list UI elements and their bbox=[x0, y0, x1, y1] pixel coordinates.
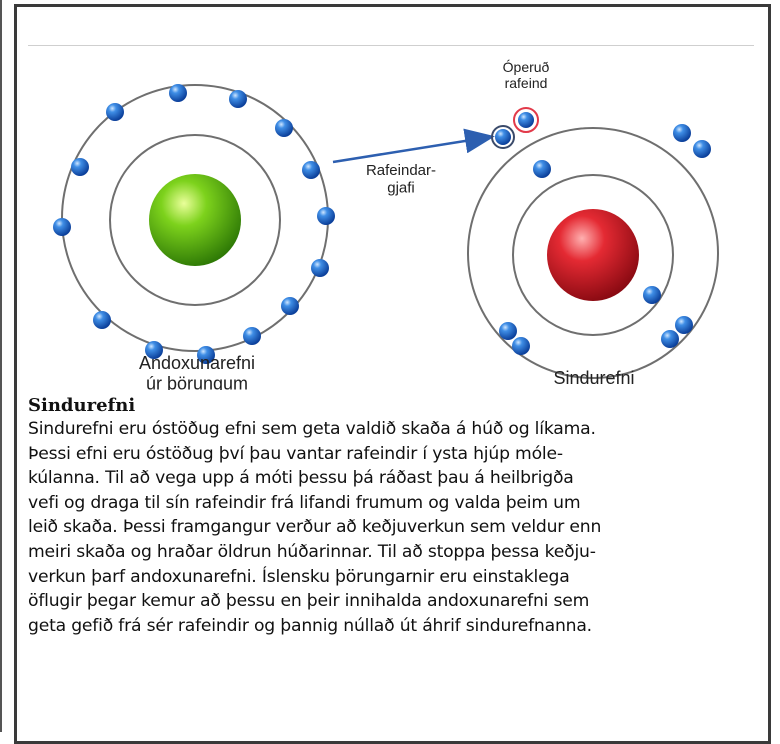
right-nucleus bbox=[547, 209, 639, 301]
electron bbox=[229, 90, 247, 108]
electron bbox=[71, 158, 89, 176]
electron bbox=[281, 297, 299, 315]
electron bbox=[643, 286, 661, 304]
electron bbox=[243, 327, 261, 345]
label-line: Rafeindar- bbox=[366, 162, 436, 179]
donated-electron-ring bbox=[491, 125, 515, 149]
electron bbox=[499, 322, 517, 340]
electron bbox=[197, 346, 215, 364]
left-atom bbox=[53, 84, 335, 364]
left-electrons bbox=[53, 84, 335, 364]
electron-donor-label: Rafeindar-gjafi bbox=[366, 162, 436, 196]
caption-title: Sindurefni bbox=[28, 395, 136, 416]
label-line: Andoxunarefni bbox=[139, 353, 255, 373]
caption-body: Sindurefni eru óstöðug efni sem geta val… bbox=[28, 419, 602, 636]
right-atom bbox=[467, 107, 719, 379]
electron-donor-arrow bbox=[332, 128, 495, 164]
right-electrons bbox=[491, 107, 711, 355]
electron bbox=[518, 112, 534, 128]
electron bbox=[317, 207, 335, 225]
electron bbox=[495, 129, 511, 145]
electron bbox=[512, 337, 530, 355]
label-line: úr þörungum bbox=[146, 374, 248, 390]
electron bbox=[675, 316, 693, 334]
electron bbox=[311, 259, 329, 277]
electron bbox=[533, 160, 551, 178]
label-line: rafeind bbox=[505, 75, 548, 91]
left-nucleus bbox=[149, 174, 241, 266]
electron bbox=[661, 330, 679, 348]
free-radical-label: Sindurefni bbox=[553, 368, 634, 388]
left-inner-orbit bbox=[109, 134, 281, 306]
electron bbox=[145, 341, 163, 359]
caption: Sindurefni Sindurefni eru óstöðug efni s… bbox=[28, 395, 758, 638]
left-border-line bbox=[0, 0, 2, 732]
electron bbox=[169, 84, 187, 102]
electron bbox=[106, 103, 124, 121]
figure-top-divider bbox=[28, 45, 754, 46]
electron bbox=[673, 124, 691, 142]
electron bbox=[93, 311, 111, 329]
electron bbox=[693, 140, 711, 158]
electron bbox=[275, 119, 293, 137]
electron bbox=[302, 161, 320, 179]
right-outer-orbit bbox=[467, 127, 719, 379]
label-line: gjafi bbox=[387, 179, 415, 196]
electron bbox=[53, 218, 71, 236]
right-inner-orbit bbox=[512, 174, 674, 336]
unpaired-electron-ring bbox=[513, 107, 539, 133]
label-line: Óperuð bbox=[503, 59, 550, 75]
